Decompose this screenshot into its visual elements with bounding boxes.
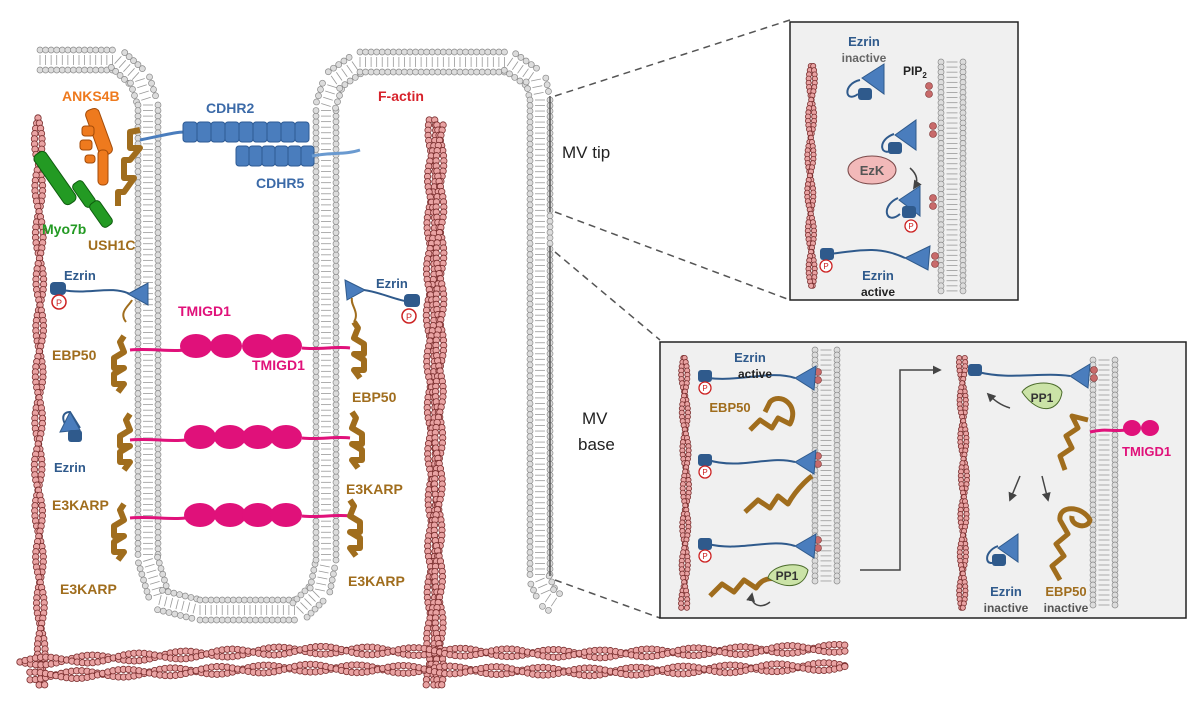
- e3karp-label: E3KARP: [52, 497, 109, 513]
- actin-filament: [678, 354, 971, 611]
- ezrin-label: Ezrin: [376, 276, 408, 291]
- tmigd1-domain: [1123, 420, 1141, 436]
- ezrin-label: Ezrin: [848, 34, 880, 49]
- state-label: inactive: [984, 601, 1029, 615]
- mv-base-label: MV: [582, 409, 608, 428]
- tmigd1-label: TMIGD1: [252, 357, 305, 373]
- nherf-scaffolds: [111, 297, 367, 562]
- mv-base-panel: P P P PP1 Ezrin active EBP50 PP1: [659, 341, 1187, 619]
- phospho-label: P: [56, 298, 62, 308]
- ebp50-label: EBP50: [1045, 584, 1086, 599]
- pp1-label: PP1: [1031, 391, 1054, 405]
- ezrin-label: Ezrin: [990, 584, 1022, 599]
- e3karp-label: E3KARP: [346, 481, 403, 497]
- ush1c-label: USH1C: [88, 237, 135, 253]
- state-label: inactive: [1044, 601, 1089, 615]
- e3karp-label: E3KARP: [348, 573, 405, 589]
- phospho-label: P: [406, 312, 412, 322]
- anks4b-protein: [79, 107, 113, 186]
- pip2-label: PIP2: [903, 64, 927, 80]
- ezrin-label: Ezrin: [862, 268, 894, 283]
- phospho-label: P: [908, 222, 913, 231]
- ezrin-label: Ezrin: [54, 460, 86, 475]
- plasma-membrane: [36, 46, 563, 624]
- state-label: active: [738, 367, 772, 381]
- f-actin-label: F-actin: [378, 88, 424, 104]
- ebp50-label: EBP50: [352, 389, 397, 405]
- actin-filaments: [16, 114, 849, 689]
- mv-tip-bracket: [549, 19, 791, 301]
- pp1-phosphatase: [1021, 382, 1063, 410]
- tmigd1-label: TMIGD1: [178, 303, 231, 319]
- ezrin-active-right: [344, 279, 420, 307]
- ebp50-label: EBP50: [52, 347, 97, 363]
- cdhr5-protein: [235, 145, 315, 167]
- phospho-label: P: [823, 262, 828, 271]
- ezk-kinase: [847, 155, 897, 185]
- anks4b-label: ANKS4B: [62, 88, 120, 104]
- phospho-marker: P: [51, 294, 67, 310]
- ezrin-label: Ezrin: [64, 268, 96, 283]
- ush1c-protein: [115, 127, 143, 206]
- phospho-marker: P P P: [698, 381, 712, 563]
- pip2-lipids: [925, 82, 939, 268]
- mv-base-label: base: [578, 435, 615, 454]
- tmigd1-complexes: [129, 334, 351, 527]
- e3karp-label: E3KARP: [60, 581, 117, 597]
- cdhr2-protein: [182, 121, 310, 143]
- svg-text:P: P: [702, 384, 707, 393]
- actin-filament: [804, 62, 818, 289]
- cdhr-complex: [139, 121, 361, 167]
- tmigd1-label: TMIGD1: [1122, 444, 1171, 459]
- ezk-label: EzK: [860, 163, 885, 178]
- cdhr5-label: CDHR5: [256, 175, 304, 191]
- ebp50-protein: [1057, 413, 1089, 471]
- mv-tip-label: MV tip: [562, 143, 610, 162]
- svg-text:P: P: [702, 552, 707, 561]
- pp1-phosphatase: [767, 564, 809, 587]
- mv-base-bracket: [549, 246, 661, 619]
- myo7b-protein: [33, 150, 113, 228]
- ebp50-protein: [1049, 506, 1093, 582]
- ezrin-active-left: [50, 282, 149, 306]
- cdhr2-label: CDHR2: [206, 100, 254, 116]
- state-label: inactive: [842, 51, 887, 65]
- ebp50-label: EBP50: [709, 400, 750, 415]
- plasma-membrane: [937, 58, 967, 295]
- myo7b-label: Myo7b: [42, 221, 86, 237]
- tmigd1-domain: [1141, 420, 1159, 436]
- ezrin-label: Ezrin: [734, 350, 766, 365]
- pp1-label: PP1: [776, 569, 799, 583]
- svg-text:P: P: [702, 468, 707, 477]
- state-label: active: [861, 285, 895, 299]
- phospho-marker: P: [401, 308, 417, 324]
- ezrin-inactive-left: [59, 410, 82, 442]
- mv-tip-panel: P P EzK Ezrin inactive PIP2 Ezrin active: [789, 21, 1019, 301]
